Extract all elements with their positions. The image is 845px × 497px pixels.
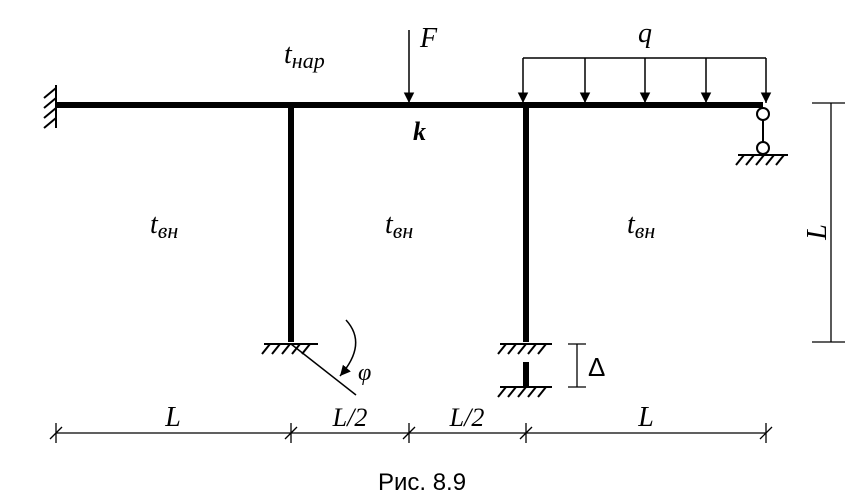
rotating-fixed-support <box>261 319 357 396</box>
point-k-label: k <box>413 117 426 146</box>
settlement-dimension <box>568 343 586 388</box>
height-dimension <box>812 102 845 343</box>
figure-caption: Рис. 8.9 <box>378 469 466 496</box>
dimension-label-1: L <box>164 402 181 433</box>
force-label: F <box>419 23 438 54</box>
dimension-label-4: L <box>637 402 654 433</box>
angle-label: φ <box>358 360 371 386</box>
distributed-load <box>517 57 772 103</box>
settling-fixed-support <box>497 343 552 398</box>
inner-temperature-label-left: tвн <box>150 209 178 243</box>
inner-temperature-label-middle: tвн <box>385 209 413 243</box>
settlement-label: Δ <box>588 352 605 382</box>
dimension-label-3: L/2 <box>449 403 485 432</box>
load-label: q <box>638 18 652 49</box>
left-fixed-support <box>43 85 57 129</box>
height-label: L <box>802 224 833 241</box>
dimension-label-2: L/2 <box>332 403 368 432</box>
inner-temperature-label-right: tвн <box>627 209 655 243</box>
bottom-dimension-line <box>49 423 773 443</box>
outer-temperature-label: tнар <box>284 39 325 73</box>
roller-support <box>735 107 788 166</box>
